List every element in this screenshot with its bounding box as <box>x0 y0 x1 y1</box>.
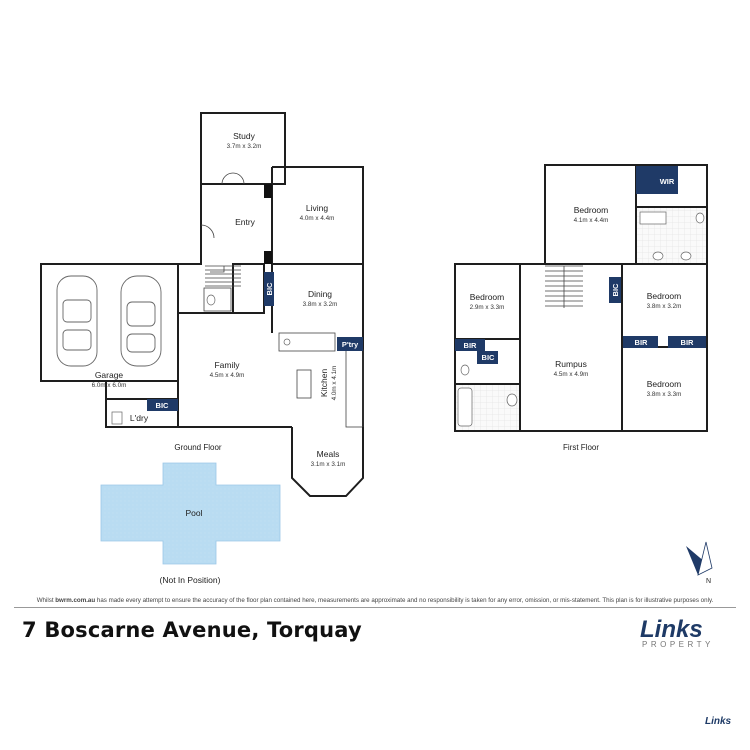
bic-tag-ground-stairs <box>264 272 274 306</box>
powder-room <box>203 287 232 312</box>
disclaimer: Whilst bwrm.com.au has made every attemp… <box>0 597 750 604</box>
car-icon-right <box>120 275 162 367</box>
brand-logo: Links PROPERTY <box>640 616 732 654</box>
bir-label-bed4: BIR <box>681 338 695 347</box>
property-address: 7 Boscarne Avenue, Torquay <box>22 618 362 642</box>
house-outline <box>177 184 265 427</box>
bic-label-bed3: BIC <box>611 283 620 297</box>
brand-name: Links <box>640 616 703 643</box>
first-floor-label: First Floor <box>563 443 599 452</box>
bath-icon <box>457 387 473 427</box>
study-name: Study <box>233 131 255 141</box>
kitchen-counter <box>345 349 364 428</box>
bir-tag-bed3 <box>623 336 658 348</box>
car-icon-left <box>56 275 98 367</box>
pool-note: (Not In Position) <box>160 575 221 585</box>
bic-label-bath: BIC <box>482 353 496 362</box>
entry-double-door <box>221 172 245 185</box>
divider <box>14 607 736 608</box>
toilet-icon-first <box>460 364 470 376</box>
compass-icon: N <box>686 541 713 585</box>
stairs-ground <box>205 265 241 287</box>
meals-dims: 3.1m x 3.1m <box>311 461 346 468</box>
pantry-label: P'try <box>342 340 359 349</box>
sink-icon <box>283 338 291 346</box>
toilet-icon <box>206 294 216 306</box>
wir-tag <box>636 166 678 194</box>
ensuite-toilet <box>695 212 705 224</box>
pantry-tag <box>337 337 363 351</box>
kitchen-bench <box>278 332 336 352</box>
laundry-name: L'dry <box>130 413 149 423</box>
entry-name: Entry <box>235 217 256 227</box>
kitchen-island <box>296 369 312 399</box>
shower-icon <box>639 211 667 225</box>
master-bedroom-dims: 4.1m x 4.4m <box>574 217 609 224</box>
living-name: Living <box>306 203 328 213</box>
bedroom-4-name: Bedroom <box>647 379 682 389</box>
stairs-first <box>545 265 583 308</box>
brand-sub: PROPERTY <box>642 640 714 649</box>
ensuite-basin-2 <box>680 251 692 261</box>
ground-floor-plan: BIC P'try BIC Study 3.7m x 3.2m Living 4… <box>40 112 364 585</box>
bic-tag-bed3 <box>609 277 621 303</box>
bir-label-bed3: BIR <box>635 338 649 347</box>
footer-logo: Links <box>705 716 732 727</box>
bic-label-stairs: BIC <box>265 282 274 296</box>
first-floor-outline <box>544 164 708 264</box>
trough-icon <box>111 411 123 425</box>
first-floor-plan: WIR BIC BIR BIC BIR BIR Bedroom 4.1m x 4… <box>454 164 708 452</box>
rumpus-name: Rumpus <box>555 359 587 369</box>
wir-label: WIR <box>660 177 675 186</box>
study-dims: 3.7m x 3.2m <box>227 143 262 150</box>
dining-name: Dining <box>308 289 332 299</box>
laundry-walls <box>105 398 179 428</box>
column-2 <box>264 251 272 264</box>
disclaimer-pre: Whilst <box>36 597 56 604</box>
disclaimer-post: has made every attempt to ensure the acc… <box>95 597 714 604</box>
pool-name: Pool <box>185 508 202 518</box>
entry-door <box>200 224 215 239</box>
meals-bay <box>291 427 364 497</box>
family-dims: 4.5m x 4.9m <box>210 372 245 379</box>
kitchen-name: Kitchen <box>319 369 329 398</box>
pool-shape <box>100 462 281 565</box>
family-name: Family <box>214 360 240 370</box>
bir-tag-bed4 <box>668 336 706 348</box>
column-1 <box>264 184 272 198</box>
garage-walls <box>40 263 179 382</box>
master-bedroom-name: Bedroom <box>574 205 609 215</box>
bedroom-2-dims: 2.9m x 3.3m <box>470 304 505 311</box>
garage-dims: 6.0m x 6.0m <box>92 382 127 389</box>
bir-tag-bed2 <box>455 339 485 351</box>
compass-n: N <box>706 578 711 585</box>
bedroom-4-dims: 3.8m x 3.3m <box>647 391 682 398</box>
bic-tag-bath <box>477 351 498 364</box>
dining-dims: 3.8m x 3.2m <box>303 301 338 308</box>
garage-name: Garage <box>95 370 124 380</box>
bedroom-3-name: Bedroom <box>647 291 682 301</box>
kitchen-dims: 4.0m x 4.1m <box>331 366 338 401</box>
living-dims: 4.0m x 4.4m <box>300 215 335 222</box>
ground-floor-label: Ground Floor <box>174 443 221 452</box>
basin-icon <box>506 393 518 407</box>
meals-name: Meals <box>317 449 340 459</box>
bedroom-3-dims: 3.8m x 3.2m <box>647 303 682 310</box>
bic-tag-laundry <box>147 399 178 411</box>
rumpus-dims: 4.5m x 4.9m <box>554 371 589 378</box>
ensuite-basin-1 <box>652 251 664 261</box>
disclaimer-site: bwrm.com.au <box>55 597 96 604</box>
bir-label-bed2: BIR <box>464 341 478 350</box>
bic-label-laundry: BIC <box>156 401 170 410</box>
bedroom-2-name: Bedroom <box>470 292 505 302</box>
